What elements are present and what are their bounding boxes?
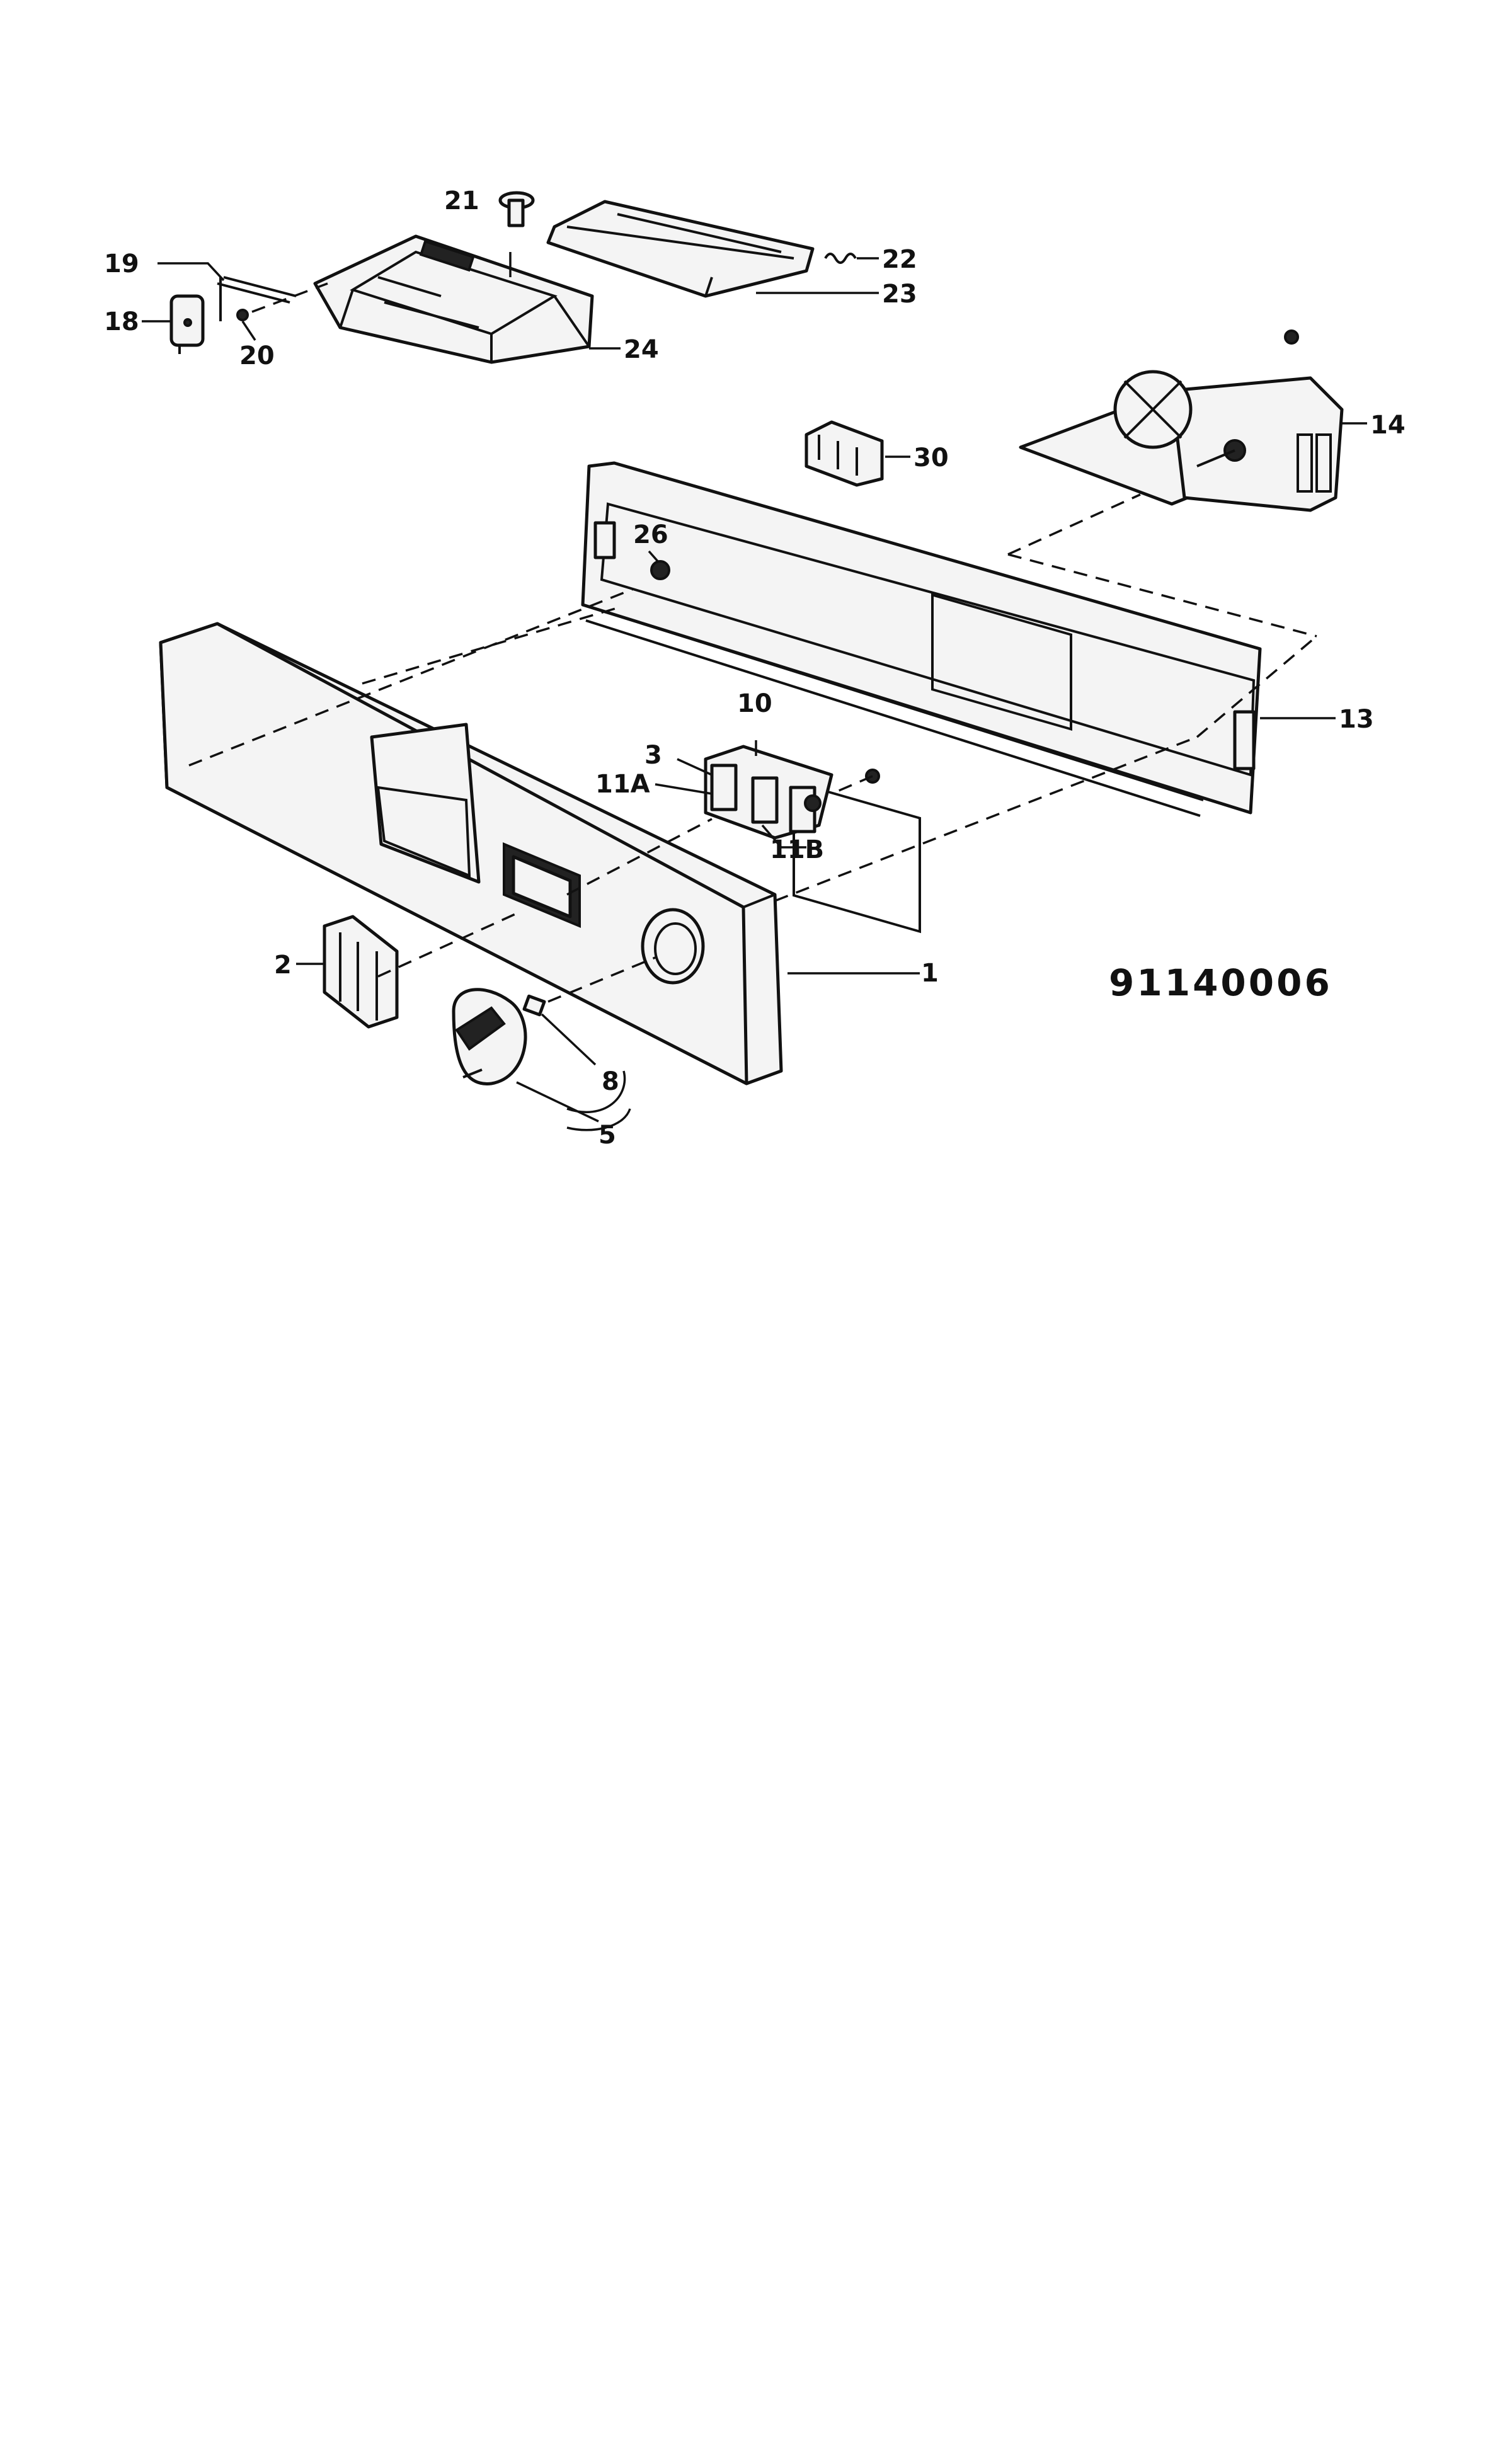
callout-20: 20 (239, 341, 275, 370)
callout-18: 18 (104, 307, 139, 336)
part-24-housing (313, 234, 594, 364)
callout-30: 30 (914, 444, 949, 472)
callout-19: 19 (104, 249, 139, 278)
callout-11b: 11B (770, 835, 824, 864)
callout-2: 2 (274, 951, 292, 980)
part-22-spring (824, 253, 857, 264)
part-21-screw (498, 191, 535, 227)
part-10-switch-block (704, 745, 880, 840)
part-20-pin (236, 309, 249, 321)
callout-3: 3 (644, 741, 662, 770)
callout-8: 8 (602, 1067, 619, 1096)
part-23-cover-plate (546, 200, 815, 298)
part-19-rod (217, 276, 297, 321)
callout-labels: 1 2 3 5 8 10 11A 11B 13 14 18 19 20 21 2… (104, 186, 1406, 1150)
assembly-lines (188, 282, 1318, 1003)
callout-14: 14 (1370, 411, 1406, 440)
callout-23: 23 (882, 280, 917, 309)
part-18-clip (169, 294, 205, 354)
callout-22: 22 (882, 245, 917, 274)
callout-5: 5 (598, 1121, 616, 1150)
callout-11a: 11A (595, 770, 650, 799)
callout-26: 26 (633, 520, 668, 549)
callout-24: 24 (624, 335, 659, 364)
part-26-screw (650, 560, 670, 580)
callout-10: 10 (737, 689, 772, 718)
part-8-insert (522, 994, 546, 1017)
callout-13: 13 (1339, 705, 1374, 734)
part-30-connector (805, 420, 884, 487)
part-1-control-panel (159, 622, 783, 1085)
drawing-number: 91140006 (1109, 961, 1332, 1004)
part-5-knob (452, 988, 527, 1085)
callout-21: 21 (444, 186, 479, 215)
callout-1: 1 (921, 959, 939, 988)
part-2-button-cluster (323, 915, 399, 1029)
part-13-rear-frame (581, 461, 1262, 934)
part-14-timer (1019, 329, 1344, 512)
leader-lines (142, 252, 1367, 1131)
